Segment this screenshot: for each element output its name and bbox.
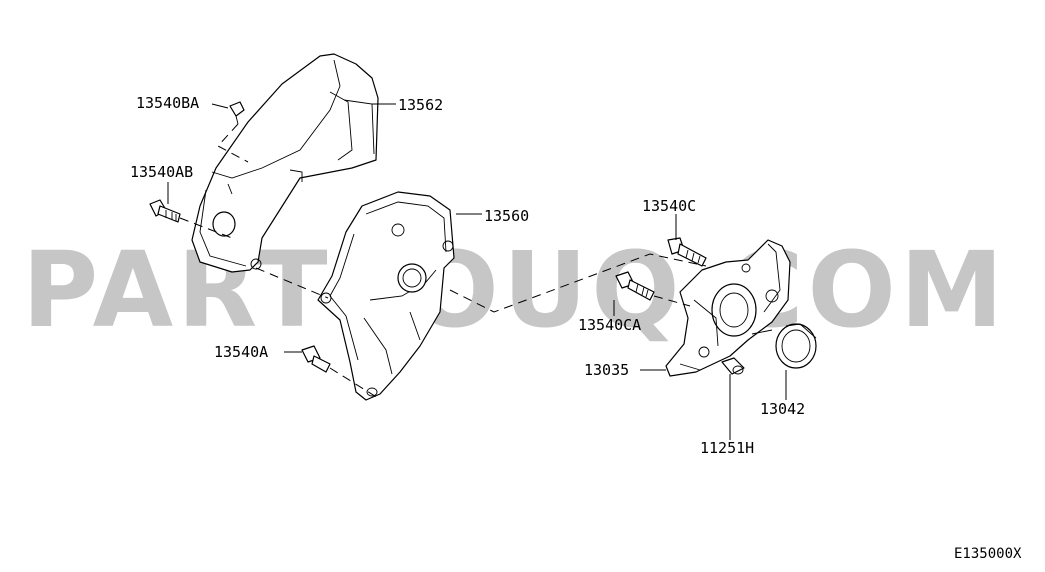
watermark: PARTSOUQ.COM xyxy=(22,229,1007,351)
label-13540AB[interactable]: 13540AB xyxy=(130,163,193,181)
lower-timing-cover-13560[interactable] xyxy=(317,191,455,401)
oil-seal-13042[interactable] xyxy=(775,323,817,369)
alignment-lines xyxy=(179,123,707,399)
label-13540CA[interactable]: 13540CA xyxy=(578,316,641,334)
label-13540A[interactable]: 13540A xyxy=(214,343,268,361)
diagram-code: E135000X xyxy=(954,546,1022,562)
bolt-13540A[interactable] xyxy=(301,345,331,373)
label-13540BA[interactable]: 13540BA xyxy=(136,94,199,112)
upper-timing-cover-13562[interactable] xyxy=(191,53,379,273)
label-13562[interactable]: 13562 xyxy=(398,96,443,114)
leader-lines xyxy=(167,103,787,440)
label-11251H[interactable]: 11251H xyxy=(700,439,754,457)
dowel-pin-11251H[interactable] xyxy=(721,357,745,375)
label-13035[interactable]: 13035 xyxy=(584,361,629,379)
label-13042[interactable]: 13042 xyxy=(760,400,805,418)
bolt-13540CA[interactable] xyxy=(615,271,655,301)
label-13560[interactable]: 13560 xyxy=(484,207,529,225)
label-13540C[interactable]: 13540C xyxy=(642,197,696,215)
bolt-13540AB[interactable] xyxy=(149,199,181,223)
front-cover-13035[interactable] xyxy=(665,239,791,377)
part-labels: 13540BA 13562 13540AB 13560 13540C 13540… xyxy=(130,94,805,457)
bolt-13540BA[interactable] xyxy=(229,101,245,125)
